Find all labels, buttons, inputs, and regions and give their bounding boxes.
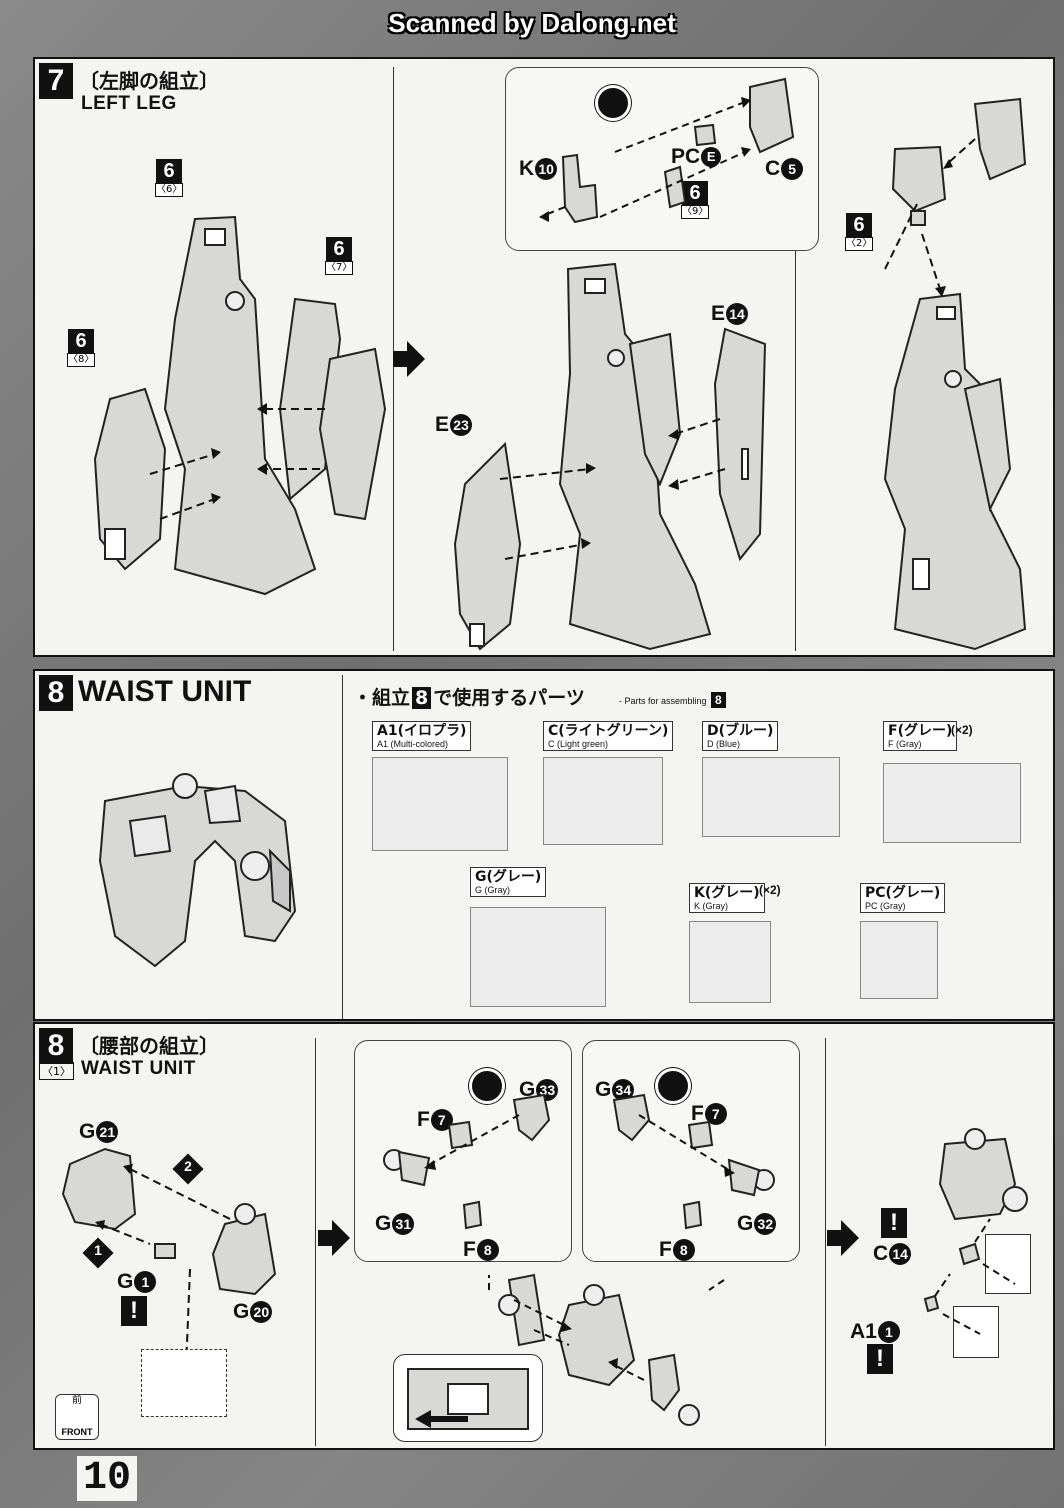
runner-multiplier-k: (×2) — [759, 883, 781, 897]
runner-label-a1: A1(イロプラ)A1 (Multi-colored) — [372, 721, 472, 751]
runner-d — [702, 757, 840, 837]
runner-label-c: C(ライトグリーン)C (Light green) — [543, 721, 674, 751]
step-ref-badge: 6〈7〉 — [325, 237, 353, 275]
assembly-step-1-num: 1 — [94, 1242, 102, 1258]
step7-title-en: LEFT LEG — [81, 93, 177, 114]
step8-sub-num: 〈1〉 — [39, 1062, 74, 1080]
detail-parts-illustration — [539, 77, 795, 224]
warning-icon: ! — [881, 1208, 907, 1238]
runner-multiplier-f: (×2) — [951, 723, 973, 737]
runner-c — [543, 757, 663, 845]
runner-label-f: F(グレー)F (Gray) — [883, 721, 958, 751]
step8-title-en: WAIST UNIT — [81, 1058, 196, 1079]
step-ref-badge: 6〈2〉 — [845, 213, 873, 251]
next-step-arrow — [393, 341, 425, 377]
divider — [825, 1038, 826, 1446]
step7-number: 7 — [39, 63, 73, 99]
section8-number: 8 — [39, 675, 73, 711]
runner-label-pc: PC(グレー)PC (Gray) — [860, 883, 946, 913]
polycap-icon — [655, 1068, 691, 1104]
parts-heading-en: - Parts for assembling 8 — [619, 692, 726, 708]
runner-a1 — [372, 757, 508, 851]
step-ref-badge: 6〈6〉 — [155, 159, 183, 197]
left-leg-illustration — [93, 215, 387, 596]
right-leg-illustration — [883, 97, 1027, 651]
middle-leg-illustration — [453, 262, 767, 651]
waist-core-illustration — [61, 1147, 277, 1395]
step-ref-badge: 6〈8〉 — [67, 329, 95, 367]
assembly-step-2-num: 2 — [184, 1158, 192, 1174]
warning-icon: ! — [121, 1296, 147, 1326]
detail-inset — [985, 1234, 1031, 1294]
front-indicator: 前 FRONT — [55, 1394, 99, 1440]
runner-label-d: D(ブルー)D (Blue) — [702, 721, 779, 751]
runner-label-g: G(グレー)G (Gray) — [470, 867, 547, 897]
runner-pc — [860, 921, 938, 999]
section8-title-en: WAIST UNIT — [78, 675, 252, 708]
step-ref-badge: 6〈9〉 — [681, 181, 709, 219]
warning-icon: ! — [867, 1344, 893, 1374]
hip-joint-illustration — [383, 1093, 775, 1426]
runner-label-k: K(グレー)K (Gray) — [689, 883, 765, 913]
divider — [795, 67, 796, 651]
polycap-icon — [595, 85, 631, 121]
step7-panel: 7 〔左脚の組立〕 LEFT LEG 6〈6〉 6〈7〉 6〈8〉 — [33, 57, 1055, 657]
runner-k — [689, 921, 771, 1003]
page-number: 10 — [77, 1456, 138, 1501]
divider — [315, 1038, 316, 1446]
next-step-arrow — [827, 1220, 859, 1256]
next-step-arrow — [318, 1220, 350, 1256]
runner-g — [470, 907, 606, 1007]
step8-number: 8 — [39, 1028, 73, 1064]
divider — [342, 675, 343, 1019]
detail-inset — [141, 1349, 227, 1417]
step8-title-jp: 〔腰部の組立〕 — [79, 1034, 219, 1058]
foot-detail-illustration — [407, 1368, 529, 1430]
watermark: Scanned by Dalong.net — [388, 8, 676, 38]
step7-title-jp: 〔左脚の組立〕 — [79, 69, 219, 93]
waist-assembly-illustration — [923, 1128, 1028, 1335]
runner-f — [883, 763, 1021, 843]
polycap-icon — [469, 1068, 505, 1104]
waist-unit-illustration — [98, 773, 297, 968]
